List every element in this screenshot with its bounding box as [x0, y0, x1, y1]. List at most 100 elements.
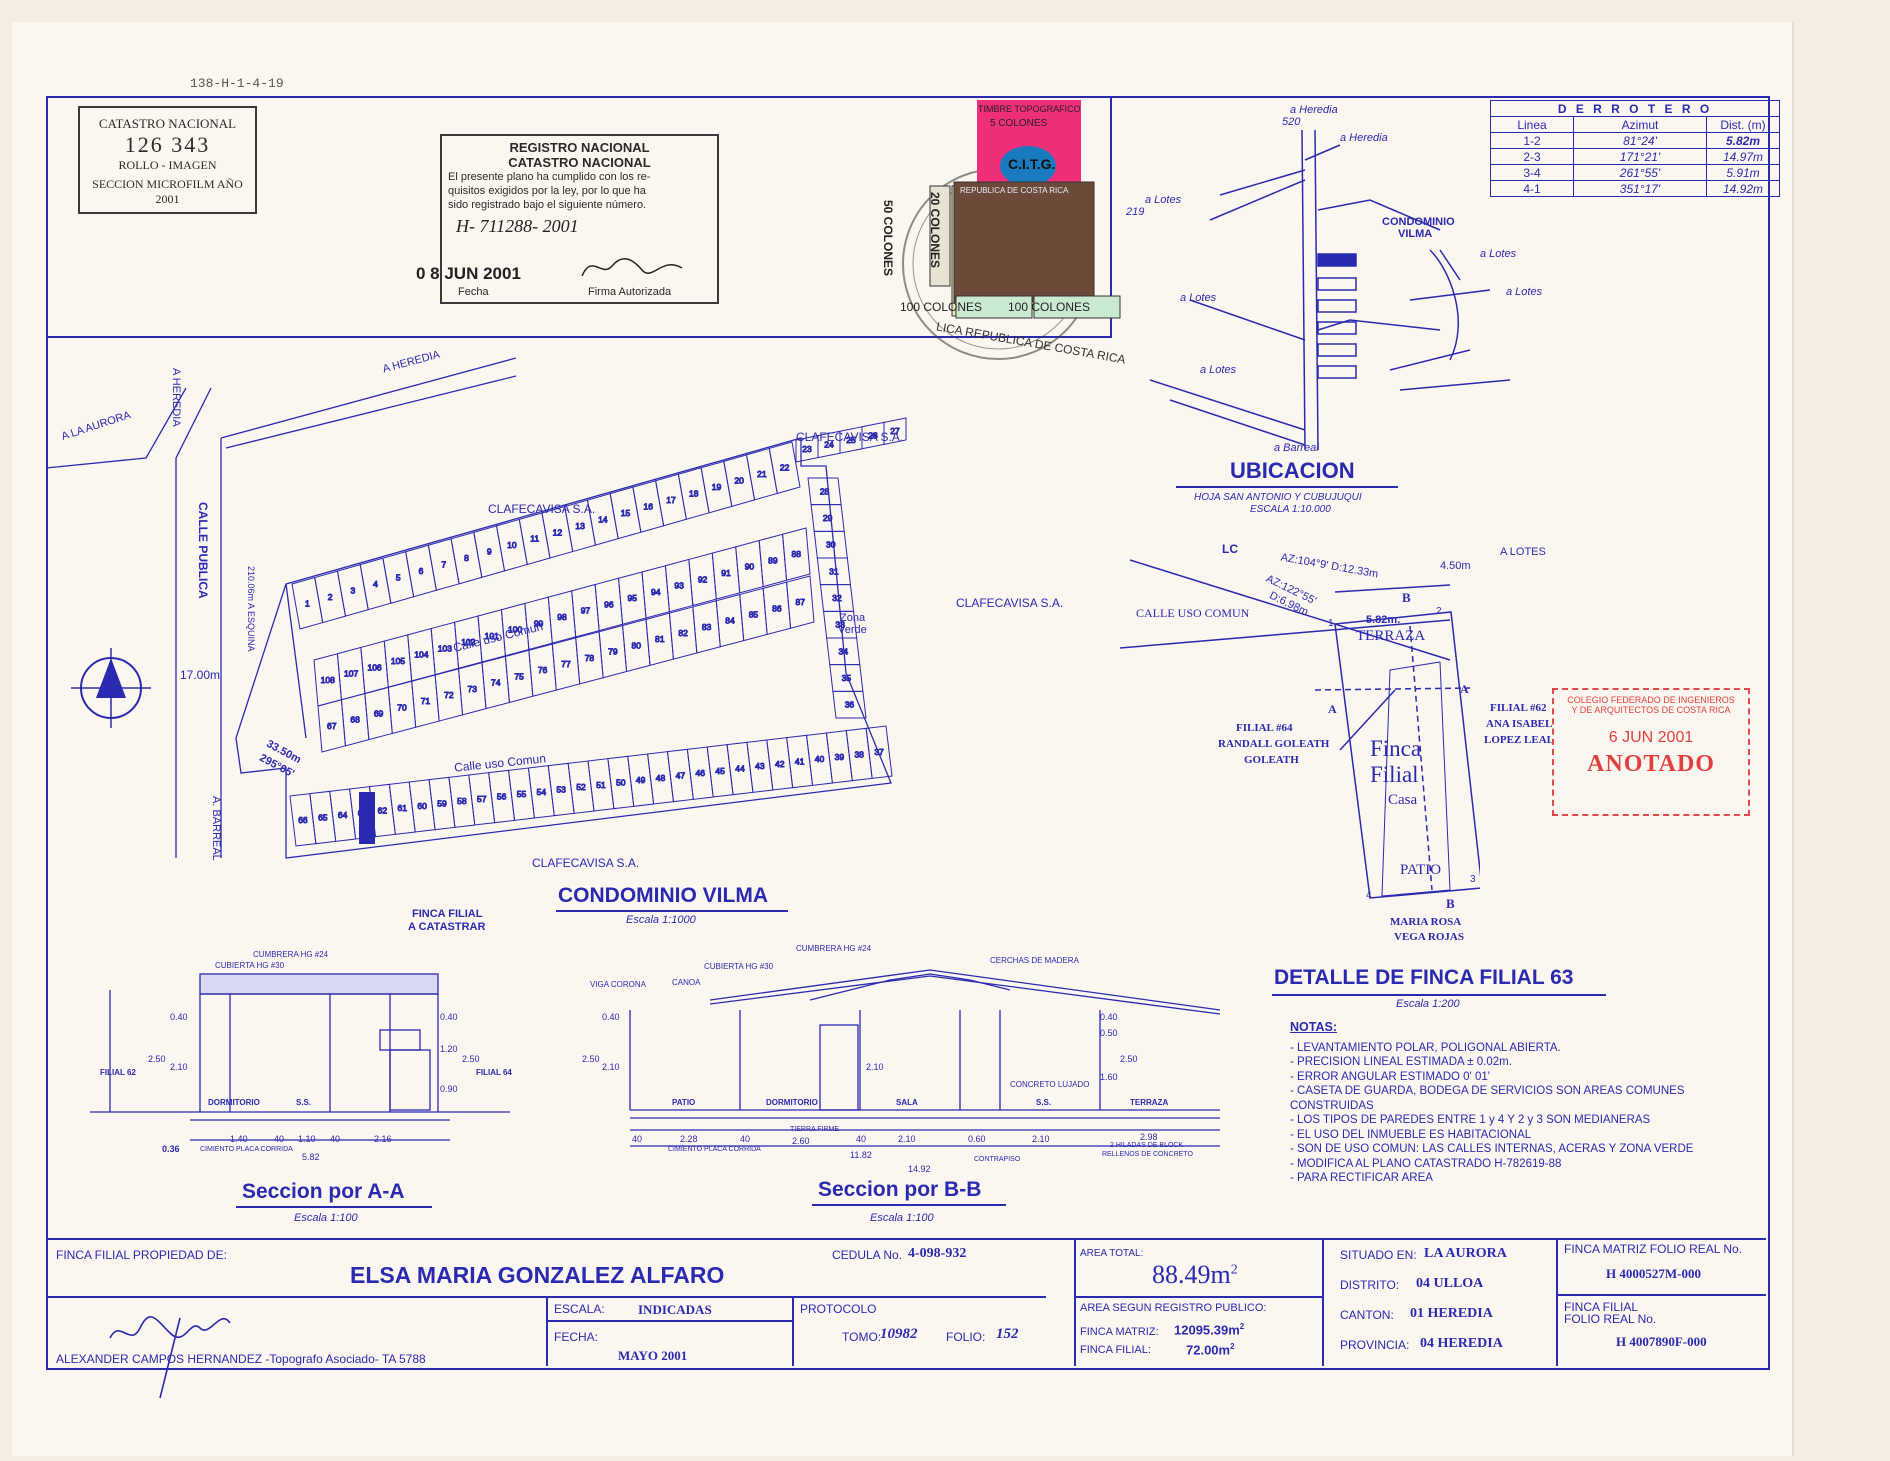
cell: 5.91m [1706, 164, 1780, 181]
lot-number: 51 [596, 780, 606, 790]
lot-number: 31 [829, 566, 839, 576]
registro-area-label: AREA SEGUN REGISTRO PUBLICO: [1080, 1302, 1267, 1314]
tb-v4 [546, 1296, 548, 1366]
bb-sala: SALA [896, 1098, 918, 1107]
header-divider [46, 336, 1112, 338]
distrito-value: 04 ULLOA [1416, 1276, 1484, 1291]
bb-210c: 2.10 [898, 1134, 916, 1144]
lot-number: 33 [835, 620, 845, 630]
ubic-condominio: CONDOMINIO [1382, 216, 1455, 228]
provincia-label: PROVINCIA: [1340, 1338, 1410, 1352]
ubic-219: 219 [1126, 206, 1145, 218]
site-clafecavisa-2: CLAFECAVISA S.A. [796, 430, 904, 444]
lot-number: 10 [507, 540, 517, 550]
detail-finca: Finca [1370, 736, 1422, 761]
lot-number: 64 [338, 810, 348, 820]
registro-signature [581, 258, 683, 277]
lot-number: 82 [678, 628, 688, 638]
ubic-a-lotes-4: a Lotes [1506, 286, 1543, 298]
aa-110: 1.10 [298, 1134, 316, 1144]
registro-title2: CATASTRO NACIONAL [508, 155, 651, 170]
site-plan-drawing: 1234567891011121314151617181920212210810… [46, 357, 907, 859]
registro-firma-label: Firma Autorizada [588, 286, 672, 298]
cell: 171°21' [1573, 148, 1707, 165]
lot-number: 8 [464, 553, 469, 563]
aa-210: 2.10 [170, 1062, 188, 1072]
tb-v3 [1556, 1238, 1558, 1366]
section-aa-drawing [90, 973, 510, 1141]
detail-a-lotes: A LOTES [1500, 546, 1546, 558]
colegio-line1: COLEGIO FEDERADO DE INGENIEROS [1567, 695, 1735, 705]
lot-number: 66 [298, 815, 308, 825]
site-clafecavisa-4: CLAFECAVISA S.A. [532, 856, 640, 870]
lot-number: 20 [734, 476, 744, 486]
aa-filial62: FILIAL 62 [100, 1068, 136, 1077]
fm-value-wrap: 12095.39m2 [1174, 1322, 1244, 1337]
ubic-a-lotes-2: a Lotes [1480, 248, 1517, 260]
lot-number: 5 [396, 572, 401, 582]
cell: 14.92m [1706, 180, 1780, 197]
lot-number: 62 [378, 806, 388, 816]
lot-number: 81 [655, 634, 665, 644]
aa-040a: 0.40 [170, 1012, 188, 1022]
lot-number: 104 [414, 650, 428, 660]
fecha-value: MAYO 2001 [618, 1348, 688, 1363]
bb-tierra: TIERRA FIRME [790, 1126, 840, 1133]
ff-value-wrap: 72.00m2 [1186, 1342, 1235, 1357]
lot-number: 70 [397, 702, 407, 712]
detail-filial62-1: FILIAL #62 [1490, 702, 1547, 714]
bb-210: 2.10 [602, 1062, 620, 1072]
fm-label: FINCA MATRIZ: [1080, 1326, 1159, 1338]
stamp-100-colones-b: 100 COLONES [1008, 300, 1091, 314]
lot-number: 42 [775, 759, 785, 769]
ubic-a-lotes-3: a Lotes [1180, 292, 1217, 304]
fm-sup: 2 [1239, 1322, 1245, 1331]
detail-b-bottom: B [1446, 896, 1455, 911]
colegio-date: 6 JUN 2001 [1608, 729, 1694, 746]
matriz-value: H 4000527M-000 [1606, 1266, 1701, 1281]
lot-number: 108 [321, 675, 335, 685]
detail-calle: CALLE USO COMUN [1136, 606, 1250, 620]
colegio-line2: Y DE ARQUITECTOS DE COSTA RICA [1571, 705, 1731, 715]
timbre-title: TIMBRE TOPOGRAFICO [978, 104, 1081, 114]
lot-number: 36 [845, 700, 855, 710]
lot-number: 68 [350, 715, 360, 725]
notes-title: NOTAS: [1290, 1020, 1337, 1034]
lot-cell [832, 690, 867, 719]
lot-number: 85 [749, 609, 759, 619]
surveyor-credit: ALEXANDER CAMPOS HERNANDEZ -Topografo As… [56, 1352, 426, 1366]
lot-number: 22 [780, 463, 790, 473]
aa-ss: S.S. [296, 1098, 312, 1107]
section-aa-title: Seccion por A-A [242, 1180, 405, 1203]
lot-number: 34 [838, 646, 848, 656]
lot-number: 35 [842, 673, 852, 683]
distrito-label: DISTRITO: [1340, 1278, 1400, 1292]
detalle-title: DETALLE DE FINCA FILIAL 63 [1274, 966, 1574, 989]
note-item: - MODIFICA AL PLANO CATASTRADO H-782619-… [1290, 1157, 1562, 1170]
lot-cell [883, 417, 907, 446]
bb-contrapiso: CONTRAPISO [974, 1156, 1021, 1163]
lot-number: 14 [598, 514, 608, 524]
ubic-vilma: VILMA [1398, 228, 1433, 240]
registro-nacional-stamp: REGISTRO NACIONAL CATASTRO NACIONAL El p… [416, 134, 719, 304]
ubic-a-barreal: a Barreal [1274, 442, 1319, 454]
lot-number: 84 [725, 616, 735, 626]
cedula-label: CEDULA No. [832, 1248, 903, 1262]
lot-number: 73 [468, 684, 478, 694]
bb-cimiento: CIMIENTO PLACA CORRIDA [668, 1146, 761, 1153]
cell: 351°17' [1573, 180, 1707, 197]
lot-number: 30 [826, 540, 836, 550]
detail-drawing [1120, 559, 1480, 899]
site-clafecavisa-1: CLAFECAVISA S.A. [488, 502, 596, 516]
protocolo-label: PROTOCOLO [800, 1302, 877, 1316]
derrotero-table: D E R R O T E R O Linea Azimut Dist. (m)… [1490, 100, 1780, 197]
catastro-line2: ROLLO - IMAGEN [118, 158, 217, 172]
ubic-a-heredia-1: a Heredia [1290, 104, 1338, 116]
canton-value: 01 HEREDIA [1410, 1306, 1493, 1321]
detail-point-2: 2 [1436, 606, 1442, 617]
lot-number: 71 [421, 696, 431, 706]
lot-number: 86 [772, 603, 782, 613]
note-item: CONSTRUIDAS [1290, 1099, 1374, 1112]
